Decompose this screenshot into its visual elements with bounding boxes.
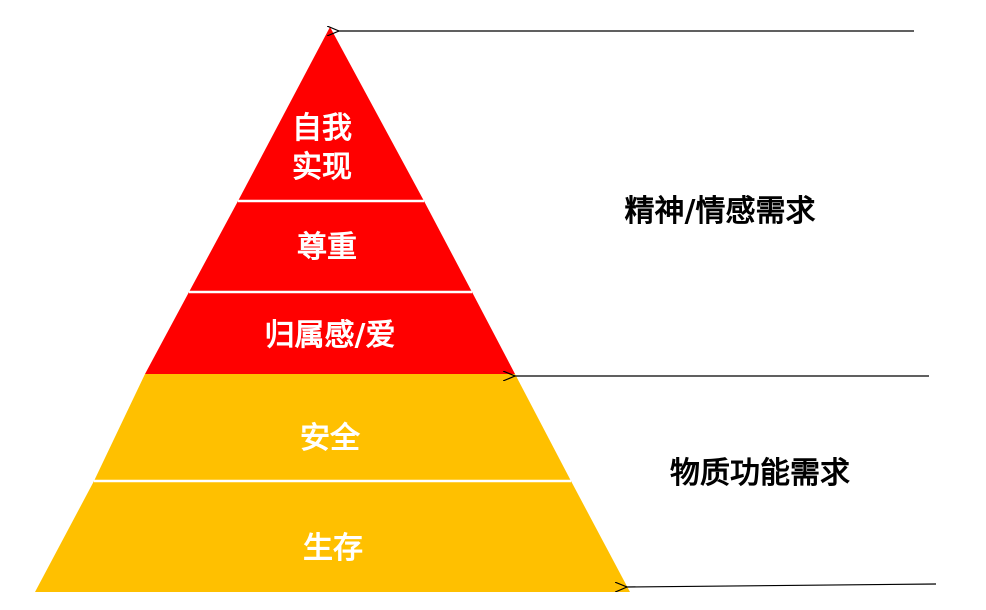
bottom-arrow (626, 584, 937, 587)
level-survival (35, 481, 630, 592)
level-label-self-actualization-line2: 实现 (292, 150, 352, 185)
level-belonging (145, 292, 515, 374)
level-label-esteem: 尊重 (297, 230, 357, 265)
level-esteem (189, 201, 472, 292)
level-label-belonging: 归属感/爱 (265, 318, 396, 353)
group-label-material-functional: 物质功能需求 (670, 456, 850, 491)
level-safety (94, 374, 571, 481)
level-label-safety: 安全 (300, 421, 361, 456)
group-label-spiritual-emotional: 精神/情感需求 (625, 194, 816, 229)
level-self-actualization (238, 27, 424, 201)
level-label-self-actualization-line1: 自我 (292, 111, 352, 146)
level-label-survival: 生存 (303, 531, 363, 566)
